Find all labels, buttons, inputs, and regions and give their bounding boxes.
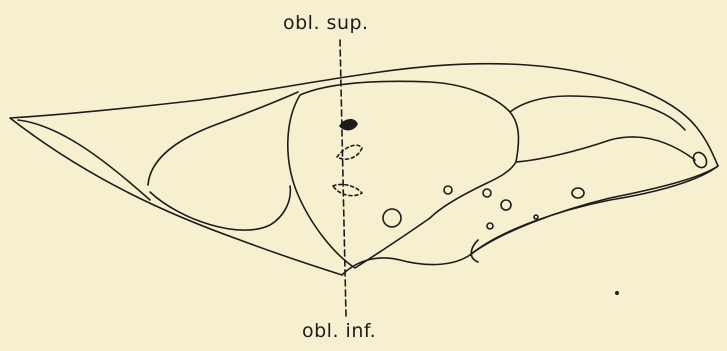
central-lobe — [288, 81, 519, 268]
lobe-division — [510, 96, 685, 130]
obl-inf-outline — [333, 184, 362, 195]
right-lobe-inner — [516, 137, 695, 162]
stray-dot — [616, 292, 618, 294]
outer-outline — [10, 64, 718, 275]
foramen — [487, 223, 493, 229]
left-sheath — [148, 92, 298, 230]
left-lobe-inner — [18, 120, 150, 200]
obl-sup-outline — [337, 145, 362, 159]
foramen — [501, 200, 511, 210]
label-obl-inf: obl. inf. — [302, 320, 376, 342]
foramen — [444, 186, 452, 194]
foramen — [483, 189, 491, 197]
foramen — [572, 188, 584, 198]
right-tip-opening — [691, 150, 709, 170]
foramen — [534, 215, 538, 219]
label-obl-sup: obl. sup. — [283, 12, 369, 34]
foramen — [383, 209, 401, 227]
